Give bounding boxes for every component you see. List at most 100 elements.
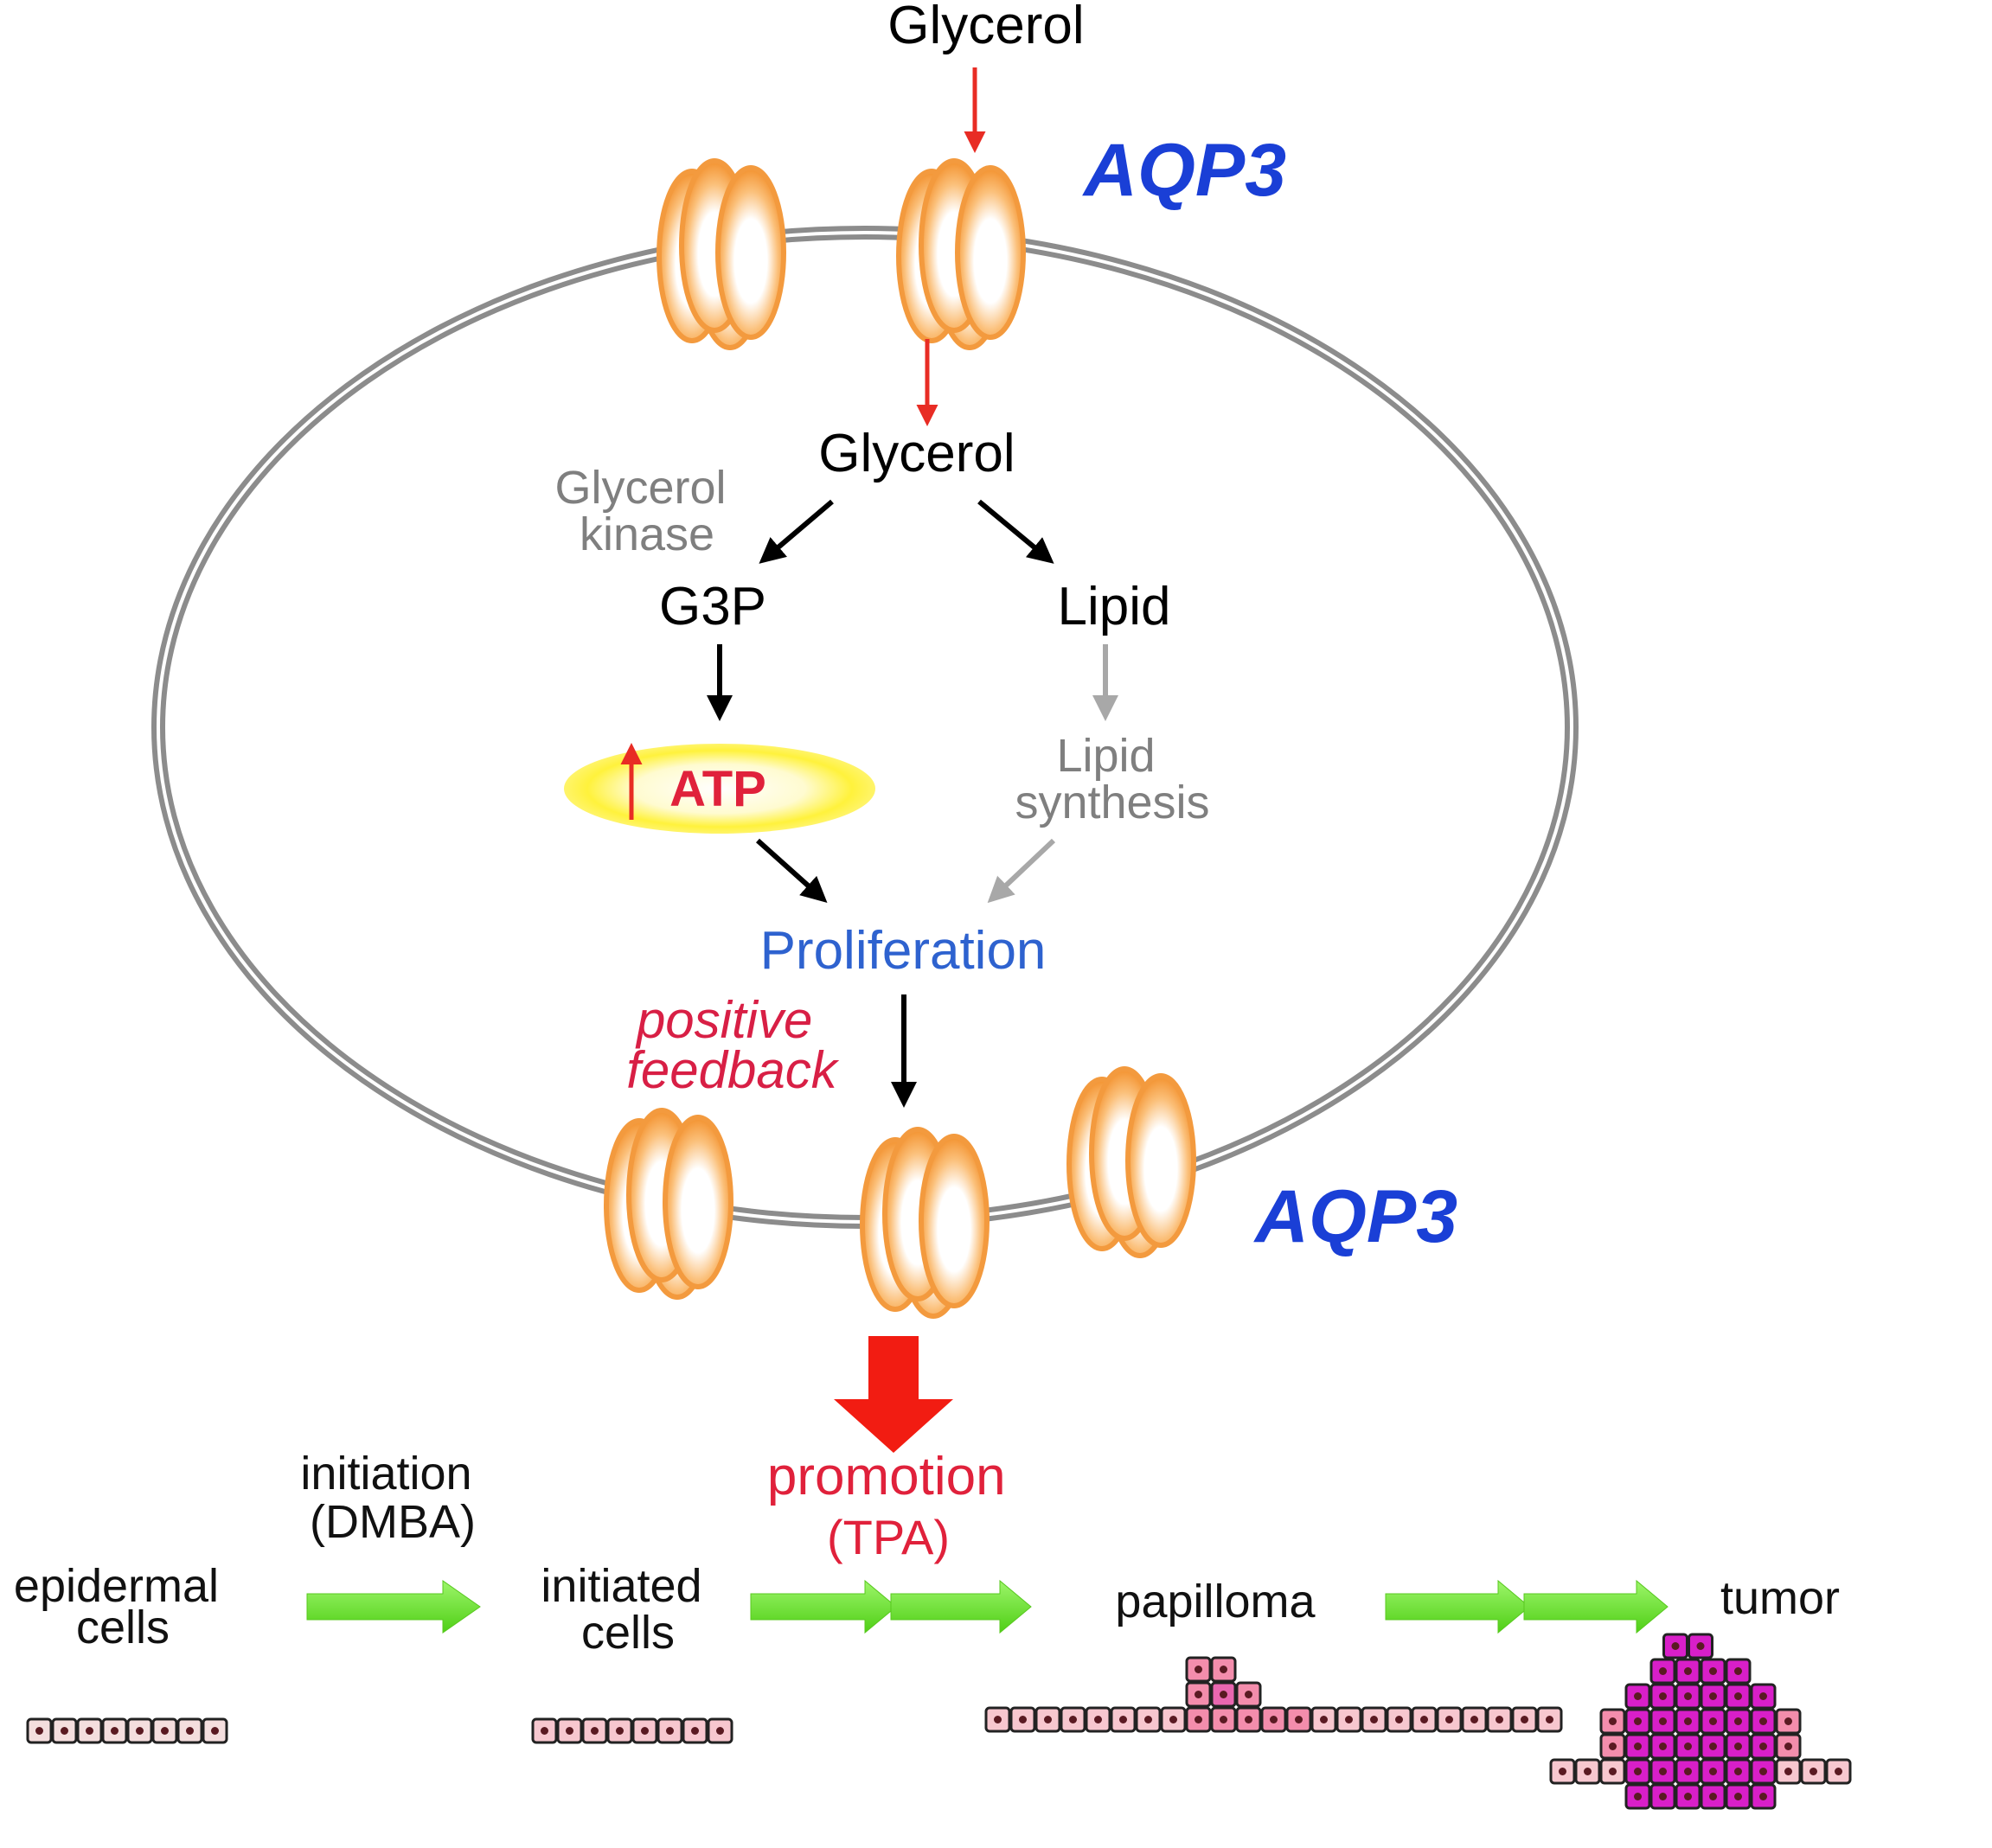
cell-nucleus: [1784, 1742, 1792, 1750]
cell-nucleus: [1809, 1768, 1817, 1775]
cell-nucleus: [1521, 1716, 1528, 1723]
cell-nucleus: [1420, 1716, 1428, 1723]
promotion-line2: (TPA): [827, 1510, 950, 1564]
cell-nucleus: [1559, 1768, 1566, 1775]
papilloma-label: papilloma: [1115, 1576, 1316, 1627]
cell-nucleus: [1835, 1768, 1842, 1775]
cell-nucleus: [541, 1727, 548, 1735]
cell-nucleus: [1044, 1716, 1052, 1723]
cell-nucleus: [1270, 1716, 1278, 1723]
positive-feedback-line1: positive: [635, 991, 812, 1049]
cell-nucleus: [111, 1727, 118, 1735]
aqp3-channel-top-left: [657, 158, 786, 350]
top-glycerol-label: Glycerol: [887, 0, 1084, 55]
cell-nucleus: [994, 1716, 1002, 1723]
cell-nucleus: [1684, 1717, 1692, 1725]
cell-nucleus: [1069, 1716, 1077, 1723]
cell-nucleus: [1696, 1642, 1705, 1650]
cell-nucleus: [1709, 1692, 1717, 1700]
cell-nucleus: [1709, 1667, 1717, 1675]
cell-nucleus: [1019, 1716, 1027, 1723]
initiated-cells-label: initiated cells: [541, 1560, 714, 1659]
cell-nucleus: [1734, 1717, 1742, 1725]
cell-nucleus: [1759, 1793, 1767, 1800]
arrow-synthesis-to-proliferation: [987, 838, 1056, 904]
cell-nucleus: [1684, 1667, 1692, 1675]
cell-nucleus: [1320, 1716, 1328, 1723]
tumor-cell-mass: [1549, 1633, 1852, 1810]
cell-nucleus: [1609, 1742, 1617, 1750]
cell-nucleus: [1784, 1768, 1792, 1775]
papilloma-cell-mass: [984, 1656, 1563, 1733]
lipid-synthesis-line1: Lipid: [1056, 730, 1155, 782]
cell-nucleus: [1684, 1793, 1692, 1800]
cell-nucleus: [566, 1727, 573, 1735]
epidermal-cells-line2: cells: [76, 1602, 170, 1653]
cell-nucleus: [1470, 1716, 1478, 1723]
initiation-line1: initiation: [300, 1448, 471, 1500]
cell-nucleus: [1245, 1716, 1252, 1723]
cell-nucleus: [1709, 1742, 1717, 1750]
cell-nucleus: [1634, 1717, 1642, 1725]
epidermal-cells-label: epidermal cells: [14, 1560, 232, 1653]
cell-nucleus: [1609, 1717, 1617, 1725]
aqp3-label-bottom: AQP3: [1253, 1175, 1457, 1258]
progression-arrow-initiation: [306, 1580, 481, 1634]
arrow-atp-to-proliferation: [755, 838, 828, 904]
cell-nucleus: [186, 1727, 194, 1735]
cell-nucleus: [1546, 1716, 1553, 1723]
cell-nucleus: [1195, 1666, 1202, 1673]
cell-nucleus: [1659, 1717, 1667, 1725]
promotion-label: promotion (TPA): [767, 1447, 1009, 1564]
glycerol-kinase-label: Glycerol kinase: [554, 462, 739, 560]
cell-nucleus: [211, 1727, 219, 1735]
lipid-synthesis-line2: synthesis: [1015, 777, 1209, 828]
inner-glycerol-label: Glycerol: [818, 424, 1015, 483]
cell-nucleus: [1659, 1692, 1667, 1700]
initiated-cell-layer: [531, 1717, 733, 1744]
progression-arrow-tumor-2: [1523, 1579, 1669, 1634]
cell-nucleus: [716, 1727, 724, 1735]
atp-glow: [564, 744, 875, 834]
epidermal-cell-layer: [26, 1717, 228, 1744]
cell-nucleus: [1119, 1716, 1127, 1723]
aqp3-channel-bottom-left: [604, 1108, 733, 1300]
progression-arrow-promotion-2: [890, 1579, 1032, 1634]
cell-nucleus: [1395, 1716, 1403, 1723]
cell-nucleus: [1220, 1666, 1227, 1673]
cell-nucleus: [1734, 1742, 1742, 1750]
cell-nucleus: [136, 1727, 144, 1735]
cell-nucleus: [1195, 1716, 1202, 1723]
initiation-line2: (DMBA): [310, 1496, 476, 1548]
cell-nucleus: [1169, 1716, 1177, 1723]
cell-nucleus: [1144, 1716, 1152, 1723]
cell-membrane: [151, 226, 1579, 1229]
progression-arrows: [306, 1579, 1669, 1634]
epidermal-cells-line1: epidermal: [14, 1560, 219, 1612]
cell-nucleus: [1584, 1768, 1592, 1775]
promotion-arrow-icon: [834, 1336, 953, 1453]
cell-nucleus: [1734, 1793, 1742, 1800]
cell-nucleus: [1345, 1716, 1353, 1723]
cell-nucleus: [1734, 1768, 1742, 1775]
tumor-label: tumor: [1720, 1572, 1840, 1624]
cell-nucleus: [1220, 1716, 1227, 1723]
cell-nucleus: [1445, 1716, 1453, 1723]
aqp3-channel-top-right: [896, 158, 1026, 350]
cell-nucleus: [1709, 1793, 1717, 1800]
cell-nucleus: [1671, 1642, 1680, 1650]
cell-nucleus: [1634, 1742, 1642, 1750]
arrow-glycerol-to-g3p: [759, 499, 834, 564]
initiation-label: initiation (DMBA): [300, 1448, 484, 1548]
cell-nucleus: [641, 1727, 649, 1735]
cell-nucleus: [691, 1727, 699, 1735]
cell-nucleus: [1684, 1692, 1692, 1700]
aqp3-channel-bottom-center: [860, 1127, 990, 1319]
cell-nucleus: [1370, 1716, 1378, 1723]
aqp3-channel-bottom-right: [1066, 1066, 1196, 1258]
cell-nucleus: [35, 1727, 43, 1735]
cell-nucleus: [1634, 1692, 1642, 1700]
cell-nucleus: [591, 1727, 599, 1735]
aqp3-label-top: AQP3: [1082, 129, 1286, 212]
